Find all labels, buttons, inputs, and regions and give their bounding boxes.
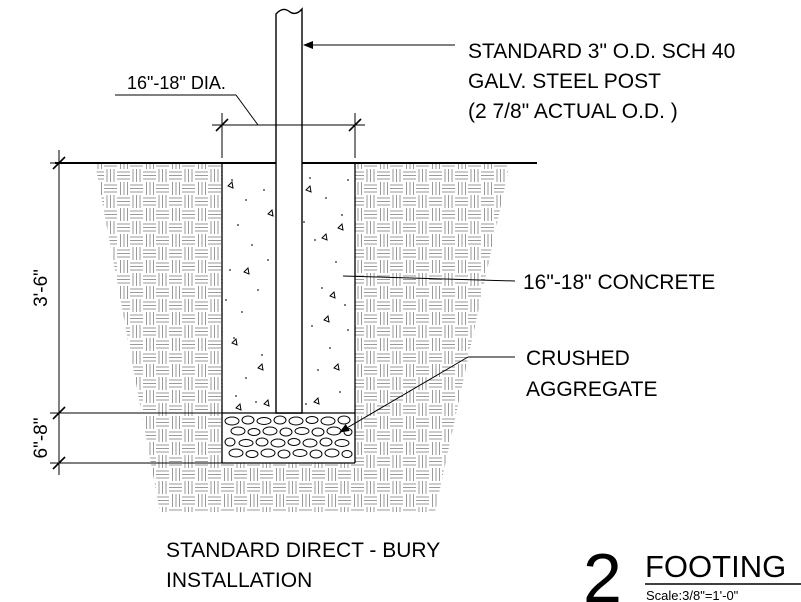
- concrete-aggregate-marks: [227, 180, 344, 411]
- steel-post: [275, 7, 303, 414]
- aggregate-label-line2: AGGREGATE: [526, 378, 657, 401]
- diameter-dimension: [115, 94, 365, 158]
- caption-line2: INSTALLATION: [166, 569, 312, 592]
- aggregate-label-line1: CRUSHED: [526, 347, 630, 370]
- post-label-line3: (2 7/8" ACTUAL O.D. ): [468, 100, 678, 123]
- detail-scale: Scale:3/8"=1'-0": [646, 588, 739, 602]
- diameter-label: 16"-18" DIA.: [127, 73, 226, 93]
- concrete-label: 16"-18" CONCRETE: [523, 271, 715, 294]
- depth-dimension-label: 3'-6": [31, 269, 52, 307]
- vertical-dimensions: [50, 150, 222, 475]
- concrete-fill: [225, 177, 349, 405]
- post-label-line1: STANDARD 3" O.D. SCH 40: [468, 40, 735, 63]
- leader-lines: [303, 41, 516, 433]
- base-dimension-label: 6"-8": [31, 418, 52, 459]
- caption-line1: STANDARD DIRECT - BURY: [166, 539, 440, 562]
- crushed-aggregate-fill: [224, 415, 353, 459]
- detail-title: FOOTING: [645, 549, 786, 584]
- detail-number: 2: [583, 539, 622, 602]
- post-label-line2: GALV. STEEL POST: [468, 70, 661, 93]
